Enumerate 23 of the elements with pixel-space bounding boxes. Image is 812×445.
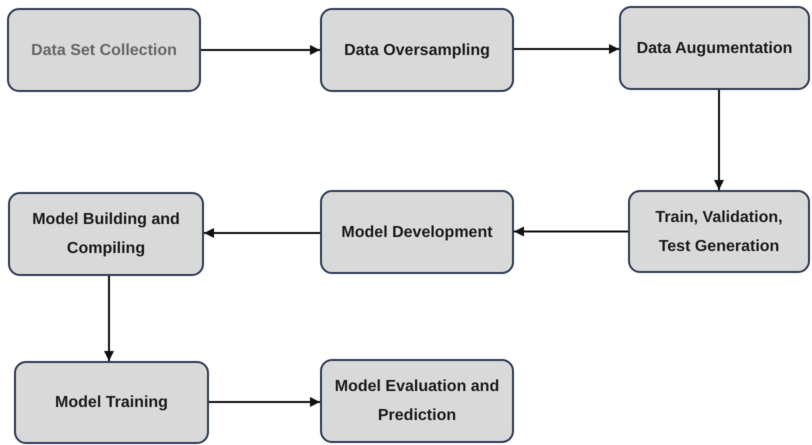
arrow <box>201 45 320 55</box>
box-label: Data Oversampling <box>344 40 490 60</box>
arrow <box>209 397 320 407</box>
process-box <box>619 6 810 90</box>
process-box <box>320 190 514 274</box>
process-box <box>320 359 514 443</box>
box-label: Data Set Collection <box>31 40 177 60</box>
process-box <box>628 190 810 273</box>
box-label: Model Development <box>341 222 493 242</box>
box-label: Train, Validation, Test Generation <box>654 208 784 256</box>
arrow <box>514 226 628 236</box>
process-box <box>320 8 514 92</box>
arrow <box>204 228 320 238</box>
arrow <box>514 44 619 54</box>
arrow <box>714 90 724 190</box>
box-label: Model Training <box>55 393 168 413</box>
arrow <box>104 276 114 361</box>
box-label: Data Augumentation <box>636 38 792 58</box>
process-box <box>14 361 209 444</box>
process-box <box>8 192 204 276</box>
process-box <box>7 8 201 92</box>
box-label: Model Evaluation and Prediction <box>334 377 500 426</box>
box-label: Model Building and Compiling <box>31 210 181 259</box>
